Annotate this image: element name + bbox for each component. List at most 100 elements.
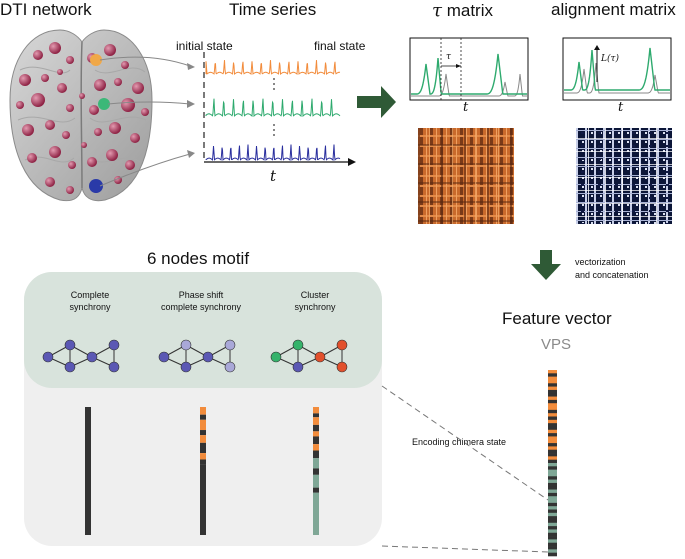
connector-arrowheads bbox=[187, 63, 195, 158]
motif-caption-3-line1: Cluster bbox=[300, 290, 330, 300]
vps-segment bbox=[548, 436, 557, 441]
bar-segment bbox=[200, 407, 206, 415]
motif-node bbox=[202, 351, 214, 363]
vps-segment bbox=[548, 446, 557, 451]
vps-segment bbox=[548, 482, 557, 487]
tau-plot-green-trace bbox=[411, 53, 527, 95]
brain-image bbox=[9, 29, 153, 202]
feature-vector-title: Feature vector bbox=[502, 309, 612, 328]
vps-segment bbox=[548, 459, 557, 464]
tau-plot-gray-trace bbox=[411, 73, 527, 97]
vps-segment bbox=[548, 549, 557, 553]
L-tau-arrowhead-up bbox=[594, 45, 600, 50]
alignment-matrix-heatmap-overlay bbox=[576, 128, 672, 224]
vps-segment bbox=[548, 472, 557, 477]
vps-segment bbox=[548, 409, 557, 414]
motif-node bbox=[224, 361, 236, 373]
brain-connectors bbox=[99, 56, 191, 187]
motif-caption-1-line2: synchrony bbox=[69, 302, 111, 312]
vps-segment bbox=[548, 492, 557, 497]
motif-caption-3: Cluster synchrony bbox=[275, 289, 355, 313]
bar-segment bbox=[313, 436, 319, 445]
motif-node bbox=[64, 339, 76, 351]
vps-segment bbox=[548, 506, 557, 510]
vps-segment bbox=[548, 512, 557, 517]
vps-label: VPS bbox=[541, 336, 572, 353]
final-state-label: final state bbox=[314, 39, 366, 53]
motif-graph-2 bbox=[158, 339, 236, 373]
motif-caption-2-line2: complete synchrony bbox=[160, 302, 242, 312]
vps-segment bbox=[548, 419, 557, 424]
brain-node-orange bbox=[90, 54, 102, 66]
vps-segment bbox=[548, 426, 557, 431]
vps-segment bbox=[548, 399, 557, 404]
bar-segment bbox=[313, 458, 319, 469]
vps-segment bbox=[548, 449, 557, 454]
vps-segment bbox=[548, 423, 557, 427]
vps-segment bbox=[548, 479, 557, 484]
vps-segment bbox=[548, 532, 557, 537]
motif-node bbox=[292, 361, 304, 373]
bar-segment bbox=[200, 453, 206, 460]
zoom-line-bottom bbox=[381, 545, 549, 553]
motif-caption-2-line1: Phase shift bbox=[178, 290, 224, 300]
motif-graph-3 bbox=[270, 339, 348, 373]
encoding-bar-phase-shift bbox=[200, 407, 206, 535]
vps-segment bbox=[548, 433, 557, 437]
dti-network-title: DTI network bbox=[0, 0, 92, 19]
right-arrow bbox=[357, 86, 396, 118]
vps-feature-bar bbox=[548, 370, 557, 557]
vps-segment bbox=[548, 536, 557, 540]
motif-node bbox=[86, 351, 98, 363]
bar-segment bbox=[200, 435, 206, 443]
motif-node bbox=[180, 339, 192, 351]
vps-segment bbox=[548, 539, 557, 544]
vps-segment bbox=[548, 469, 557, 474]
vps-segment bbox=[548, 376, 557, 381]
zoom-line-top bbox=[381, 385, 549, 501]
bar-segment bbox=[200, 430, 206, 436]
encoding-chimera-label: Encoding chimera state bbox=[412, 437, 507, 447]
alignment-matrix-title: alignment matrix bbox=[551, 0, 676, 19]
blue-time-series bbox=[205, 144, 341, 161]
brain-node-blue bbox=[89, 179, 103, 193]
motif-node bbox=[180, 361, 192, 373]
bar-segment bbox=[200, 459, 206, 465]
tau-symbol: τ bbox=[432, 0, 442, 21]
vertical-ellipsis-2 bbox=[273, 124, 275, 136]
vps-segment bbox=[548, 386, 557, 391]
time-axis-arrowhead bbox=[348, 158, 356, 166]
time-series-t-label: t bbox=[270, 167, 277, 185]
motif-node bbox=[42, 351, 54, 363]
vectorization-line2: and concatenation bbox=[575, 270, 649, 280]
vps-segment bbox=[548, 526, 557, 530]
motif-node bbox=[108, 361, 120, 373]
tau-matrix-title: τ matrix bbox=[432, 0, 493, 21]
tau-matrix-heatmap-overlay bbox=[418, 128, 514, 224]
vps-segment bbox=[548, 463, 557, 467]
vectorization-line1: vectorization bbox=[575, 257, 626, 267]
vps-segment bbox=[548, 406, 557, 411]
vps-segment bbox=[548, 429, 557, 434]
alignment-plot-t-label: t bbox=[618, 100, 624, 115]
motif-node bbox=[64, 361, 76, 373]
bar-segment bbox=[313, 424, 319, 432]
motif-node bbox=[224, 339, 236, 351]
vps-segment bbox=[548, 516, 557, 520]
tau-interval-arrowhead bbox=[456, 64, 461, 68]
tau-plot-frame bbox=[409, 37, 529, 101]
motif-graph-1 bbox=[42, 339, 120, 373]
bar-segment bbox=[200, 442, 206, 454]
vps-segment bbox=[548, 496, 557, 500]
vps-segment bbox=[548, 489, 557, 494]
brain-node-green bbox=[98, 98, 110, 110]
vps-segment bbox=[548, 542, 557, 547]
motif-node bbox=[336, 339, 348, 351]
bar-segment bbox=[313, 413, 319, 418]
bar-segment bbox=[313, 407, 319, 414]
motif-node bbox=[314, 351, 326, 363]
bar-segment bbox=[200, 414, 206, 420]
vps-segment bbox=[548, 509, 557, 514]
motif-node bbox=[108, 339, 120, 351]
